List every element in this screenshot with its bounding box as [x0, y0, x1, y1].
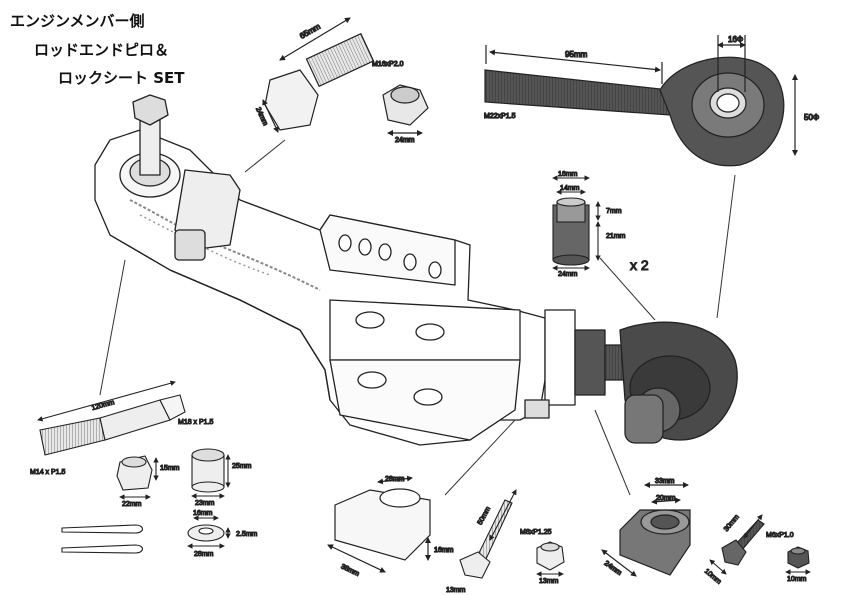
- castle-nut-small-height: 15mm: [160, 465, 180, 472]
- lock-collar-depth: 24mm: [603, 560, 623, 577]
- bolt-m6-length: 30mm: [723, 514, 741, 534]
- spacer-inner-top: 14mm: [560, 185, 580, 192]
- clamp: 28mm 38mm 16mm: [327, 475, 454, 579]
- spacer-height: 21mm: [606, 233, 626, 240]
- title-line-3: ロックシート SET: [58, 69, 185, 87]
- stud-length: 120mm: [91, 399, 116, 412]
- lock-collar-outer: 33mm: [655, 478, 675, 485]
- washer: 16mm 2.5mm 28mm: [187, 509, 258, 559]
- bolt-m8: 50mm M8xP1.25 13mm: [445, 489, 552, 595]
- bolt-m16-thread: M16xP2.0: [372, 61, 404, 68]
- nut-m6-size: 10mm: [787, 576, 807, 583]
- lock-collar-inner: 20mm: [656, 495, 676, 502]
- spacer-collar: 7mm: [606, 208, 622, 215]
- castle-nut-large-width: 23mm: [195, 500, 215, 507]
- nut-m6: 10mm: [785, 546, 811, 584]
- washer-thickness: 2.5mm: [236, 531, 258, 538]
- spacer-qty: x 2: [630, 257, 649, 273]
- castle-nut-small-width: 22mm: [122, 501, 142, 508]
- castle-nut-small: 15mm 22mm: [116, 455, 180, 509]
- bolt-m16-length: 65mm: [298, 22, 322, 41]
- lock-collar: 33mm 20mm 24mm: [601, 477, 691, 578]
- leader-lines: [99, 139, 736, 496]
- bolt-m6-thread: M6xP1.0: [766, 532, 794, 539]
- nut-m16: 24mm: [382, 84, 429, 145]
- castle-nut-large-height: 25mm: [232, 463, 252, 470]
- washer-outer: 28mm: [194, 551, 214, 558]
- stud-thread-end: M18 x P1.5: [178, 419, 214, 426]
- spacer-outer-top: 16mm: [558, 171, 578, 178]
- rod-end-thread: M22xP1.5: [484, 113, 516, 120]
- bolt-m8-hex: 13mm: [446, 587, 466, 594]
- spacer-bottom: 24mm: [558, 271, 578, 278]
- main-bracket: [94, 94, 738, 446]
- nut-m8-size: 13mm: [539, 578, 559, 585]
- rod-end: 95mm 16Φ 50Φ M22xP1.5: [483, 34, 820, 167]
- rod-end-outer: 50Φ: [804, 113, 819, 122]
- bolt-m8-length: 50mm: [477, 506, 492, 527]
- bolt-m8-thread: M8xP1.25: [520, 529, 552, 536]
- rod-end-bore: 16Φ: [728, 35, 743, 44]
- nut-m8: 13mm: [536, 541, 565, 586]
- clamp-depth: 38mm: [340, 563, 361, 578]
- title-line-2: ロッドエンドピロ＆: [34, 41, 170, 59]
- spacer: 16mm 14mm 7mm 21mm 24mm x 2: [552, 170, 649, 279]
- rod-end-length: 95mm: [565, 50, 588, 59]
- bolt-m6: 30mm M6xP1.0 10mm: [702, 513, 794, 586]
- stud-thread-tip: M14 x P1.5: [30, 469, 66, 476]
- bolt-m16: 65mm M16xP2.0 24mm: [253, 17, 404, 133]
- cotter-pins: [61, 524, 144, 554]
- clamp-width: 28mm: [385, 476, 405, 483]
- washer-inner: 16mm: [193, 510, 213, 517]
- bolt-m16-hex: 24mm: [254, 106, 269, 127]
- clamp-height: 16mm: [434, 547, 454, 554]
- castle-nut-large: 25mm 23mm: [191, 448, 252, 508]
- bolt-m6-hex: 10mm: [703, 568, 723, 586]
- title-line-1: エンジンメンバー側: [10, 12, 145, 30]
- nut-m16-size: 24mm: [395, 137, 415, 144]
